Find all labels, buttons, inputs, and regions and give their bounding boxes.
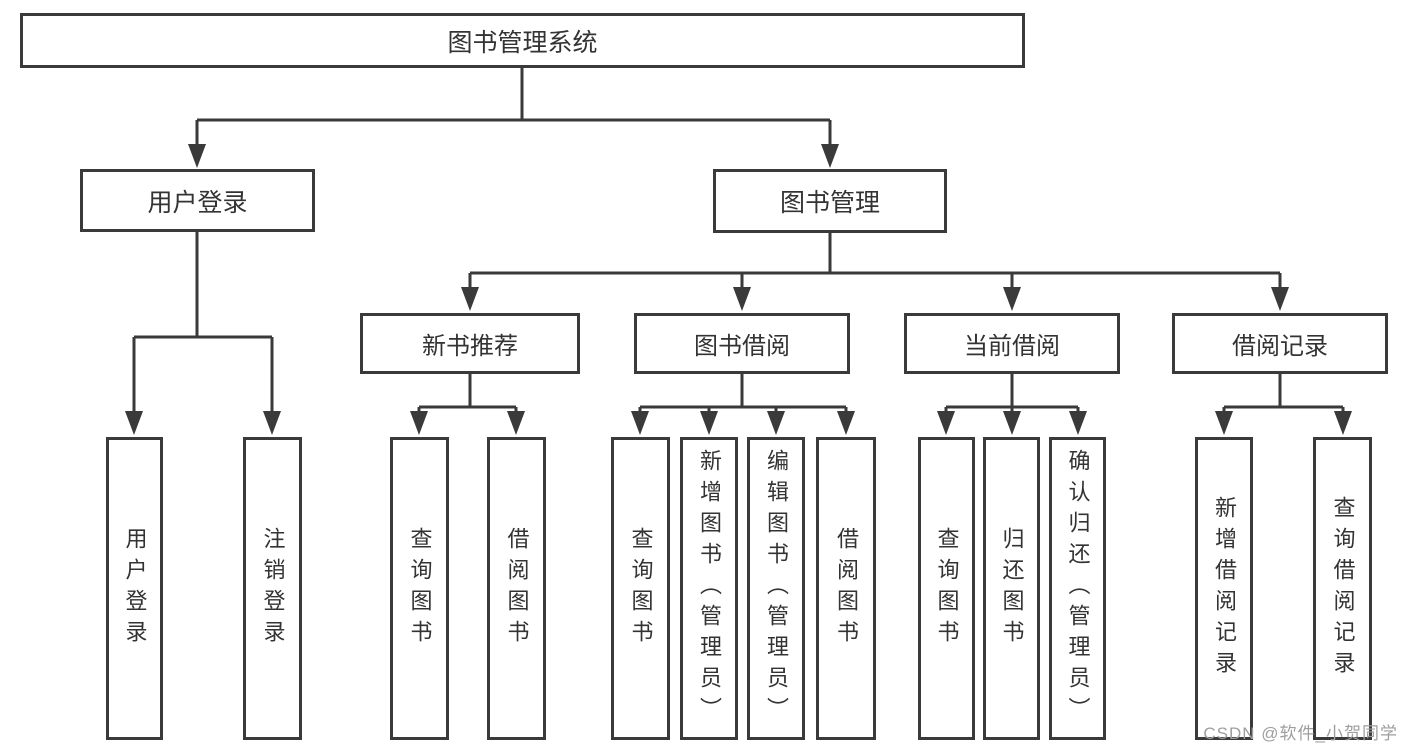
arrowhead-icon <box>733 287 751 311</box>
csdn-watermark: CSDN @软件_小贺同学 <box>1203 724 1398 743</box>
arrowhead-icon <box>937 411 955 435</box>
arrowhead-icon <box>461 287 479 311</box>
arrowhead-icon <box>263 411 281 435</box>
connector-borrow-to-leaves <box>631 374 855 435</box>
node-book-borrow: 图书借阅 <box>634 313 850 374</box>
node-leaf-confirm-return-admin: 确认归还（管理员） <box>1049 437 1106 740</box>
connector-new-book-to-leaves <box>410 374 525 435</box>
connector-book-mgmt-to-level3 <box>461 233 1289 311</box>
arrowhead-icon <box>507 411 525 435</box>
node-leaf-borrow-books-2: 借阅图书 <box>816 437 876 740</box>
connector-records-to-leaves <box>1215 374 1352 435</box>
node-label: 归还图书 <box>999 526 1025 651</box>
arrowhead-icon <box>1334 411 1352 435</box>
node-leaf-return-books: 归还图书 <box>983 437 1040 740</box>
node-label: 新增图书（管理员） <box>697 449 722 728</box>
node-leaf-logout: 注销登录 <box>243 437 302 740</box>
node-label: 新增借阅记录 <box>1212 495 1237 682</box>
node-leaf-query-books-2: 查询图书 <box>611 437 670 740</box>
connector-root-to-level2 <box>188 68 839 168</box>
arrowhead-icon <box>410 411 428 435</box>
node-label: 编辑图书（管理员） <box>764 449 789 728</box>
node-label: 用户登录 <box>122 526 148 651</box>
arrowhead-icon <box>1271 287 1289 311</box>
connector-user-login-to-leaves <box>125 232 281 435</box>
node-label: 查询图书 <box>407 526 433 651</box>
arrowhead-icon <box>631 411 649 435</box>
arrowhead-icon <box>700 411 718 435</box>
node-leaf-query-books: 查询图书 <box>390 437 449 740</box>
node-leaf-query-borrow-record: 查询借阅记录 <box>1313 437 1372 740</box>
node-leaf-add-books-admin: 新增图书（管理员） <box>680 437 738 740</box>
node-leaf-add-borrow-record: 新增借阅记录 <box>1195 437 1253 740</box>
node-new-book-recommend: 新书推荐 <box>360 313 580 374</box>
node-leaf-user-login: 用户登录 <box>106 437 163 740</box>
arrowhead-icon <box>837 411 855 435</box>
arrowhead-icon <box>1215 411 1233 435</box>
arrowhead-icon <box>1003 287 1021 311</box>
node-label: 查询借阅记录 <box>1330 495 1356 682</box>
node-leaf-borrow-books: 借阅图书 <box>487 437 546 740</box>
node-label: 查询图书 <box>628 526 654 651</box>
node-leaf-query-books-3: 查询图书 <box>918 437 975 740</box>
node-label: 查询图书 <box>934 526 960 651</box>
node-label: 借阅图书 <box>834 526 859 651</box>
node-library-management-system: 图书管理系统 <box>20 13 1025 68</box>
node-label: 注销登录 <box>260 526 286 651</box>
arrowhead-icon <box>821 144 839 168</box>
connector-current-to-leaves <box>937 374 1087 435</box>
node-label: 确认归还（管理员） <box>1065 449 1091 728</box>
arrowhead-icon <box>767 411 785 435</box>
arrowhead-icon <box>1069 411 1087 435</box>
arrowhead-icon <box>188 144 206 168</box>
node-borrow-records: 借阅记录 <box>1172 313 1388 374</box>
arrowhead-icon <box>125 411 143 435</box>
node-label: 借阅图书 <box>504 526 530 651</box>
arrowhead-icon <box>1003 411 1021 435</box>
node-book-management: 图书管理 <box>713 169 947 233</box>
node-current-borrow: 当前借阅 <box>904 313 1120 374</box>
node-user-login: 用户登录 <box>80 169 315 232</box>
node-leaf-edit-books-admin: 编辑图书（管理员） <box>747 437 805 740</box>
